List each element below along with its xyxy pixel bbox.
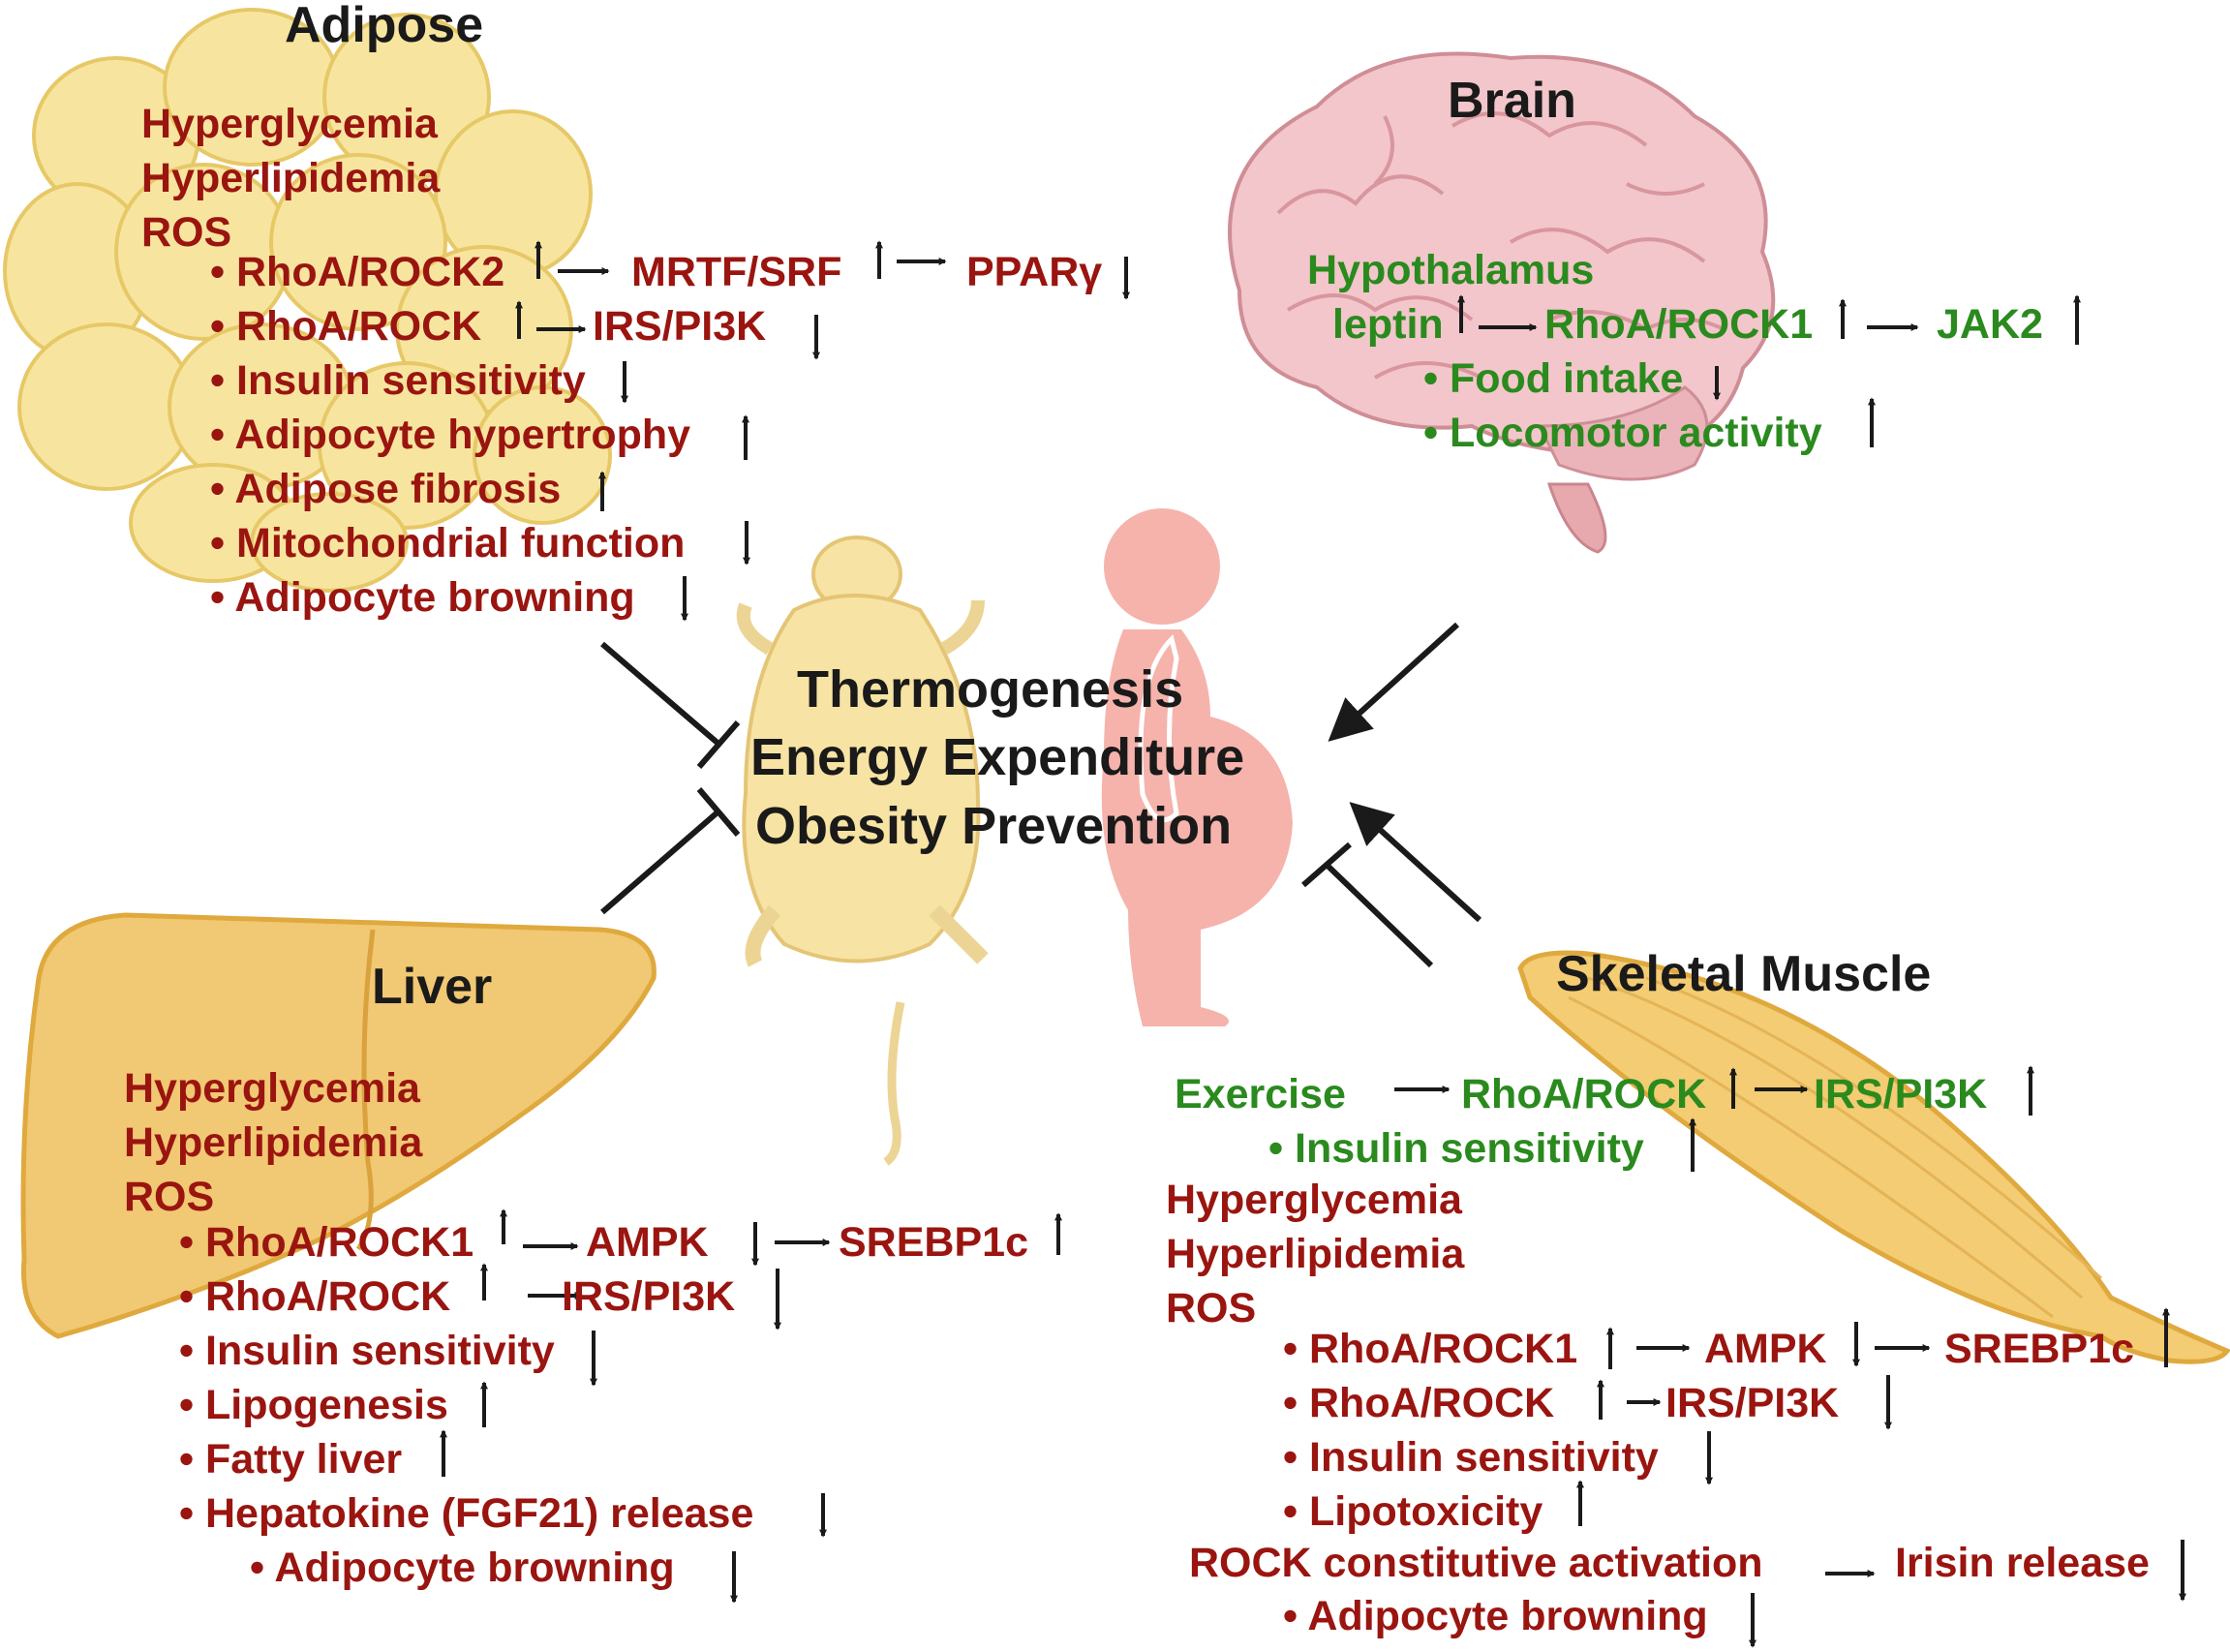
muscle-exercise: Exercise bbox=[1175, 1071, 1346, 1117]
liver-condition-hyperglycemia: Hyperglycemia bbox=[124, 1065, 420, 1112]
liver-condition-ros: ROS bbox=[124, 1174, 215, 1220]
adipose-inhibition-arrow bbox=[600, 641, 741, 769]
adipose-item-adipocyte-browning: • Adipocyte browning bbox=[210, 574, 635, 621]
muscle-exercise-irs-pi3k: IRS/PI3K bbox=[1814, 1071, 1988, 1117]
muscle-title: Skeletal Muscle bbox=[1556, 946, 1932, 1002]
brain-food-intake: • Food intake bbox=[1423, 355, 1684, 402]
liver-title: Liver bbox=[372, 959, 493, 1015]
liver-item-rhoa-rock: • RhoA/ROCK bbox=[179, 1273, 451, 1320]
muscle-condition-hyperglycemia: Hyperglycemia bbox=[1166, 1177, 1462, 1223]
muscle-activation-arrow bbox=[1349, 802, 1482, 923]
adipose-item-ppar-gamma: PPARγ bbox=[966, 249, 1103, 295]
brain-jak2: JAK2 bbox=[1937, 301, 2043, 348]
brain-activation-arrow bbox=[1328, 622, 1460, 742]
center-obesity-prevention: Obesity Prevention bbox=[755, 797, 1233, 855]
adipose-title: Adipose bbox=[285, 0, 484, 53]
center-energy-expenditure: Energy Expenditure bbox=[750, 728, 1245, 786]
adipose-item-adipocyte-hypertrophy: • Adipocyte hypertrophy bbox=[210, 412, 691, 458]
liver-item-adipocyte-browning: • Adipocyte browning bbox=[250, 1545, 675, 1591]
liver-item-rhoa-rock1: • RhoA/ROCK1 bbox=[179, 1219, 474, 1266]
liver-item-fatty-liver: • Fatty liver bbox=[179, 1436, 403, 1483]
liver-inhibition-arrow bbox=[600, 787, 741, 915]
muscle-exercise-insulin-sensitivity: • Insulin sensitivity bbox=[1268, 1125, 1644, 1172]
center-thermogenesis: Thermogenesis bbox=[797, 660, 1184, 719]
brain-rhoa-rock1: RhoA/ROCK1 bbox=[1544, 301, 1814, 348]
muscle-item-rock-constitutive-activation: ROCK constitutive activation bbox=[1189, 1540, 1763, 1586]
muscle-condition-hyperlipidemia: Hyperlipidemia bbox=[1166, 1231, 1465, 1277]
mouse-icon bbox=[736, 535, 989, 1166]
brain-icon bbox=[1228, 51, 1776, 554]
liver-item-hepatokine-release: • Hepatokine (FGF21) release bbox=[179, 1490, 754, 1537]
brain-hypothalamus: Hypothalamus bbox=[1307, 247, 1595, 293]
muscle-inhibition-arrow bbox=[1301, 841, 1434, 968]
adipose-item-insulin-sensitivity: • Insulin sensitivity bbox=[210, 357, 586, 404]
adipose-item-rhoa-rock: • RhoA/ROCK bbox=[210, 303, 482, 350]
muscle-item-irs-pi3k: IRS/PI3K bbox=[1665, 1380, 1840, 1426]
liver-icon bbox=[20, 912, 657, 1339]
muscle-item-insulin-sensitivity: • Insulin sensitivity bbox=[1283, 1434, 1659, 1481]
liver-item-srebp1c: SREBP1c bbox=[839, 1219, 1028, 1266]
liver-item-ampk: AMPK bbox=[586, 1219, 709, 1266]
liver-condition-hyperlipidemia: Hyperlipidemia bbox=[124, 1119, 423, 1166]
brain-pathway-arrows bbox=[1457, 294, 2081, 447]
adipose-item-irs-pi3k: IRS/PI3K bbox=[593, 303, 767, 350]
adipose-condition-ros: ROS bbox=[141, 209, 232, 256]
adipose-item-rhoa-rock2: • RhoA/ROCK2 bbox=[210, 249, 505, 295]
muscle-pathway-arrows bbox=[1394, 1065, 2186, 1648]
muscle-item-lipotoxicity: • Lipotoxicity bbox=[1283, 1488, 1543, 1535]
adipose-condition-hyperglycemia: Hyperglycemia bbox=[141, 101, 438, 147]
muscle-exercise-rhoa-rock: RhoA/ROCK bbox=[1461, 1071, 1707, 1117]
muscle-item-ampk: AMPK bbox=[1704, 1326, 1827, 1372]
muscle-item-srebp1c: SREBP1c bbox=[1944, 1326, 2134, 1372]
muscle-item-rhoa-rock1: • RhoA/ROCK1 bbox=[1283, 1326, 1578, 1372]
brain-locomotor-activity: • Locomotor activity bbox=[1423, 410, 1822, 456]
obese-person-icon bbox=[1101, 508, 1293, 1026]
skeletal-muscle-icon bbox=[1517, 950, 2230, 1364]
adipose-item-mitochondrial-function: • Mitochondrial function bbox=[210, 520, 686, 566]
brain-title: Brain bbox=[1448, 73, 1576, 129]
muscle-item-irisin-release: Irisin release bbox=[1895, 1540, 2150, 1586]
brain-leptin: leptin bbox=[1332, 301, 1444, 348]
liver-item-irs-pi3k: IRS/PI3K bbox=[562, 1273, 736, 1320]
muscle-item-rhoa-rock: • RhoA/ROCK bbox=[1283, 1380, 1555, 1426]
liver-item-insulin-sensitivity: • Insulin sensitivity bbox=[179, 1328, 555, 1374]
muscle-condition-ros: ROS bbox=[1166, 1285, 1257, 1331]
liver-item-lipogenesis: • Lipogenesis bbox=[179, 1382, 448, 1428]
adipose-item-mrtf-srf: MRTF/SRF bbox=[631, 249, 842, 295]
adipose-item-adipose-fibrosis: • Adipose fibrosis bbox=[210, 466, 562, 512]
adipose-pathway-arrows bbox=[515, 240, 1130, 622]
muscle-item-adipocyte-browning: • Adipocyte browning bbox=[1283, 1593, 1708, 1639]
adipose-condition-hyperlipidemia: Hyperlipidemia bbox=[141, 155, 441, 201]
adipose-cells-icon bbox=[3, 8, 612, 593]
liver-pathway-arrows bbox=[440, 1208, 1062, 1604]
